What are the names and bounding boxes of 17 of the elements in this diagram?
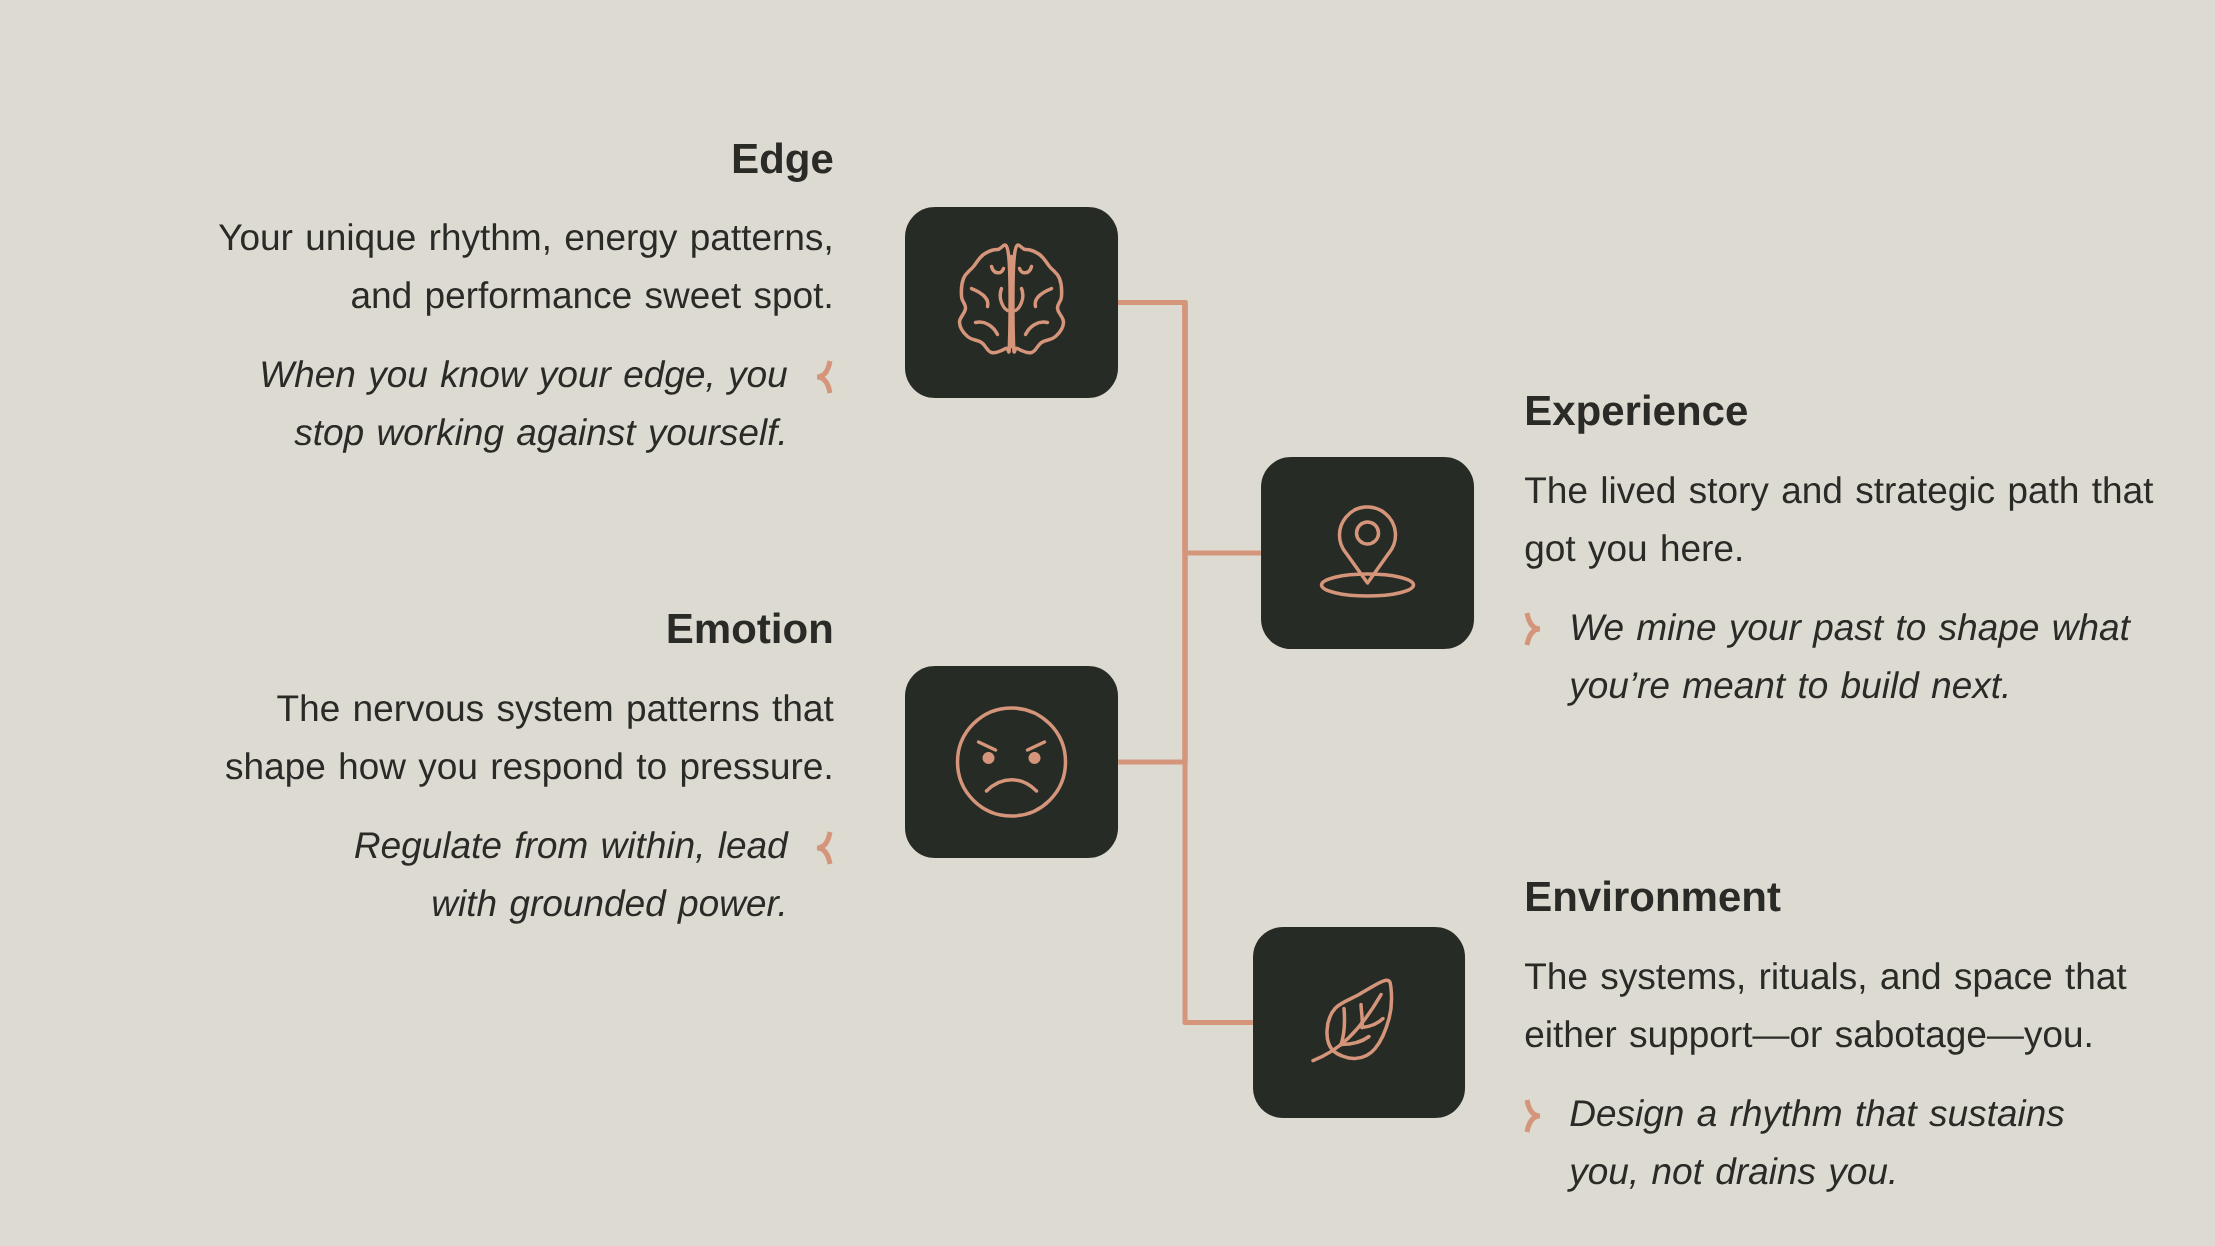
description-text: Your unique rhythm, energy patterns, and performance sweet spot. (218, 223, 831, 316)
connector-line (1118, 300, 1253, 1025)
quote-text: When you know your edge, you stop working against yourself. (262, 360, 787, 453)
quote-text: We mine your past to shape what you’re meant to build next. (1567, 613, 2132, 706)
section-title: Environment (1527, 880, 1781, 912)
description-text: The lived story and strategic path that got you here. (1525, 476, 2154, 569)
section-title: Experience (1527, 394, 1747, 434)
icon-tile (905, 666, 1118, 858)
icon-tile (1261, 457, 1474, 649)
quote-text: Regulate from within, lead with grounded power. (355, 831, 789, 924)
description-text: The systems, rituals, and space that either support—or sabotage—you. (1525, 962, 2127, 1055)
section-title: Edge (733, 142, 833, 182)
icon-tile (1253, 927, 1465, 1118)
description-text: The nervous system patterns that shape how you respond to pressure. (226, 694, 834, 787)
icon-tile (905, 207, 1118, 398)
section-title: Emotion (668, 612, 832, 644)
quote-text: Design a rhythm that sustains you, not drains you. (1567, 1099, 2064, 1192)
